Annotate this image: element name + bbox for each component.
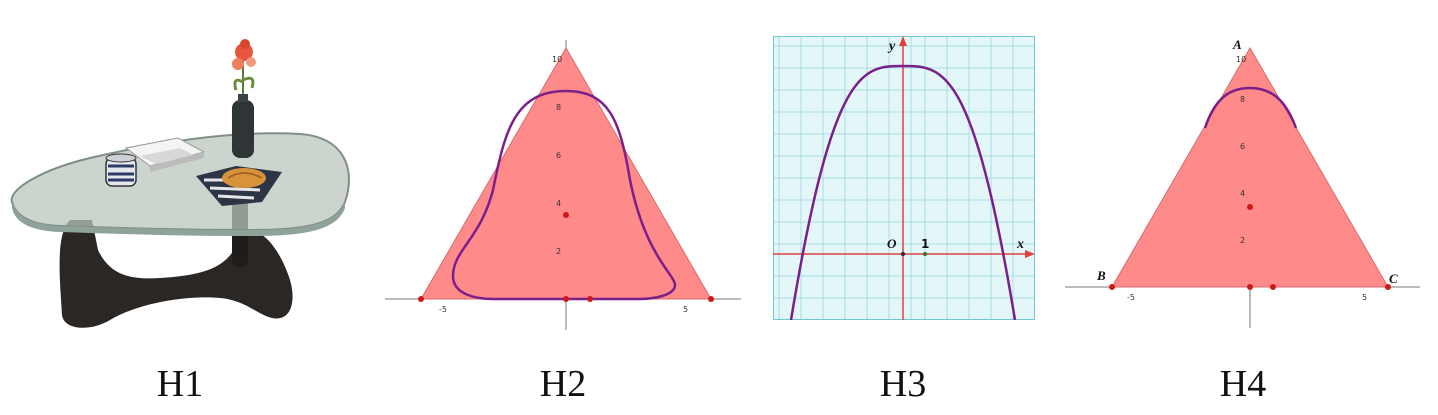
caption-h2: H2 <box>539 363 587 405</box>
h4-top-curve <box>1203 86 1298 129</box>
caption-h4: H4 <box>1219 363 1267 405</box>
h2-tick-y-4: 4 <box>556 199 561 208</box>
h3-graph: y x O 1 <box>773 36 1035 321</box>
h4-label-c: C <box>1389 271 1398 286</box>
h2-tick-y-8: 8 <box>556 103 561 112</box>
table-base <box>59 220 293 328</box>
h3-label-one: 1 <box>921 237 929 251</box>
h3-point-one <box>923 252 927 256</box>
h2-tick-x-5: 5 <box>683 305 688 314</box>
h4-tick-y-4: 4 <box>1240 189 1245 198</box>
vase-icon <box>232 39 256 158</box>
h4-tick-y-6: 6 <box>1240 142 1245 151</box>
h4-point-b <box>1109 284 1115 290</box>
h2-point-origin <box>563 296 569 302</box>
h4-graph: -5 5 2 4 6 8 10 A B C <box>1065 37 1420 328</box>
h4-panel: -5 5 2 4 6 8 10 A B C <box>1065 36 1420 328</box>
h2-tick-x-neg5: -5 <box>439 305 447 314</box>
h3-parabola <box>789 64 1017 321</box>
h3-grid-lines <box>773 36 1035 320</box>
h2-tick-y-2: 2 <box>556 247 561 256</box>
h2-graph: -5 5 2 4 6 8 10 12 <box>385 40 741 330</box>
h3-label-y: y <box>887 39 896 54</box>
book-icon <box>124 137 206 172</box>
h3-label-x: x <box>1016 237 1024 252</box>
h4-point-origin <box>1247 284 1253 290</box>
h4-point-c <box>1385 284 1391 290</box>
h2-tick-y-6: 6 <box>556 151 561 160</box>
h3-label-origin: O <box>887 236 897 251</box>
h4-tick-y-10: 10 <box>1236 55 1246 64</box>
h4-point-incenter <box>1247 204 1253 210</box>
h3-point-origin <box>901 252 905 256</box>
h4-triangle <box>1111 47 1389 288</box>
glass-edge <box>12 202 345 236</box>
h4-tick-y-2: 2 <box>1240 236 1245 245</box>
h4-label-a: A <box>1232 37 1242 52</box>
h2-point-left <box>418 296 424 302</box>
h4-tick-x-neg5: -5 <box>1127 293 1135 302</box>
h2-ticks: -5 5 2 4 6 8 10 12 <box>439 55 688 314</box>
croissant-icon <box>196 166 282 206</box>
caption-h3: H3 <box>879 363 927 405</box>
h4-label-b: B <box>1096 268 1106 283</box>
h2-point-one <box>587 296 593 302</box>
h4-ticks: -5 5 2 4 6 8 10 <box>1127 55 1367 302</box>
h2-triangle <box>420 47 712 300</box>
h4-tick-x-5: 5 <box>1362 293 1367 302</box>
h3-y-arrow <box>899 36 907 46</box>
h4-tick-y-8: 8 <box>1240 95 1245 104</box>
glass-top <box>10 132 350 232</box>
h1-panel <box>0 30 360 340</box>
h4-point-one <box>1270 284 1276 290</box>
h3-x-arrow <box>1025 250 1035 258</box>
h3-panel: y x O 1 <box>773 36 1035 321</box>
caption-h1: H1 <box>156 363 204 405</box>
h2-tick-y-10: 10 <box>552 55 562 64</box>
cup-icon <box>105 153 137 187</box>
table-illustration <box>10 39 350 328</box>
h2-point-incenter <box>563 212 569 218</box>
h2-panel: -5 5 2 4 6 8 10 12 <box>385 40 741 330</box>
h2-point-right <box>708 296 714 302</box>
